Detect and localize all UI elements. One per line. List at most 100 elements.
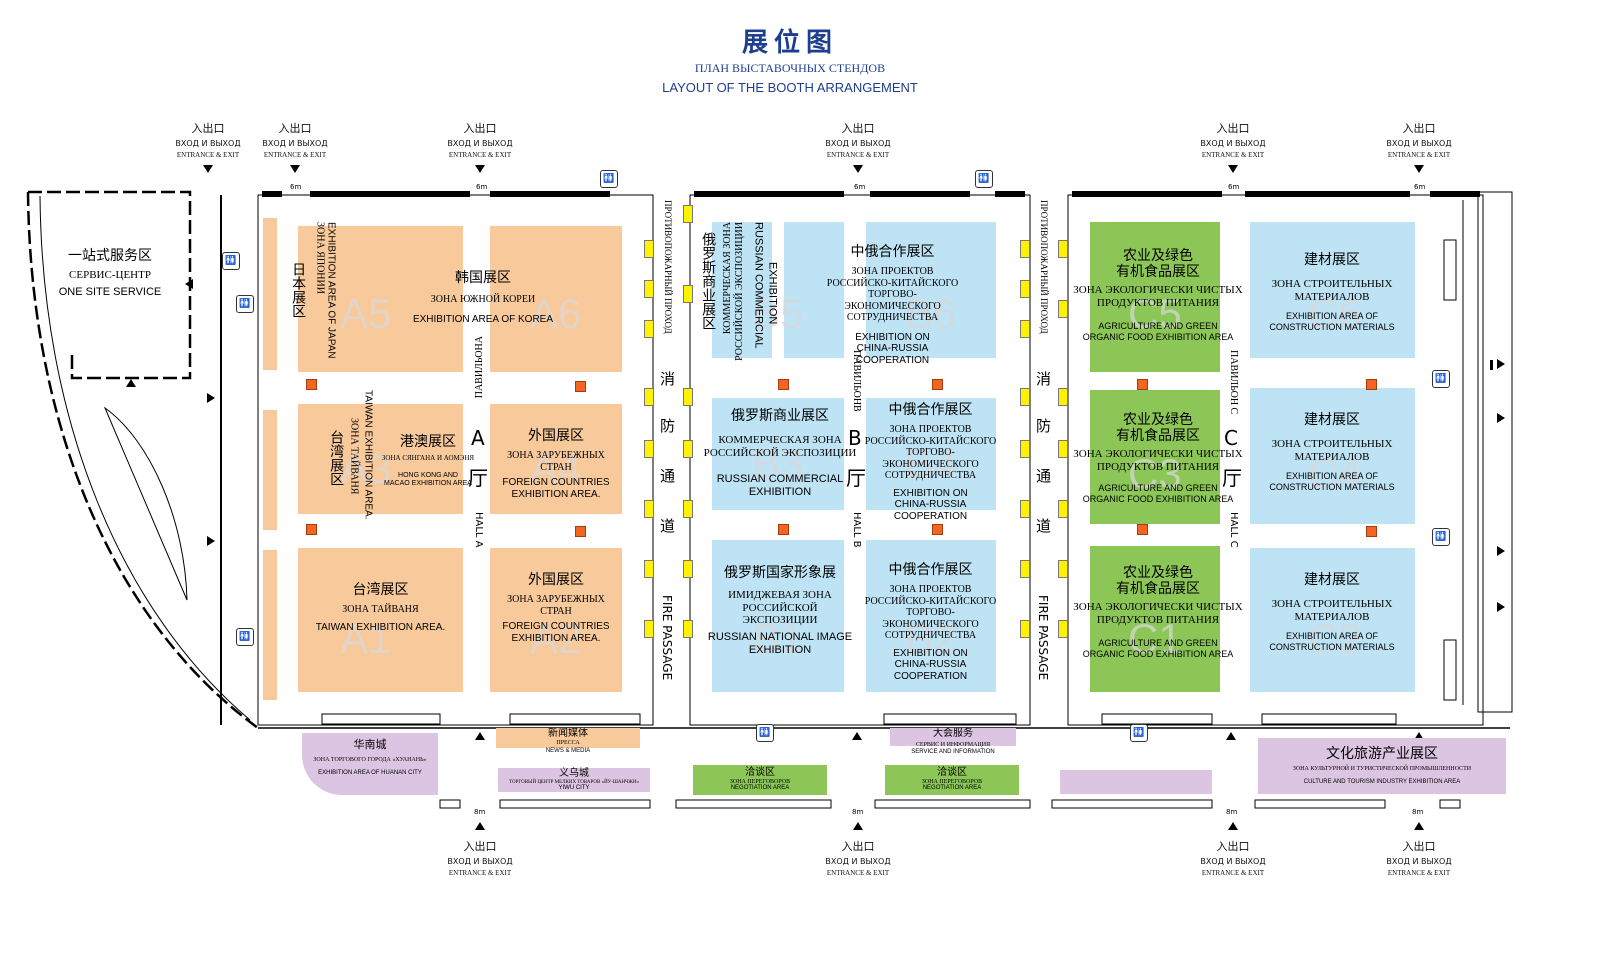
pillar [1137, 524, 1148, 535]
arrow-up-icon [853, 822, 863, 830]
arrow-up-icon [1414, 732, 1424, 740]
zone-b1[interactable] [712, 540, 844, 692]
zone-hk-macao[interactable]: 港澳展区 ЗОНА СЯНГАНА И АОМЭНЯ HONG KONG AND… [381, 434, 475, 488]
zone-b6[interactable] [866, 222, 996, 358]
arrow-up-icon [1414, 822, 1424, 830]
zone-c6[interactable] [1250, 222, 1415, 358]
hall-a-ru: ПАВИЛЬОНА [474, 336, 485, 399]
zone-a6[interactable] [490, 226, 622, 372]
zone-building-c4[interactable]: 建材展区 ЗОНА СТРОИТЕЛЬНЫХ МАТЕРИАЛОВ EXHIBI… [1269, 412, 1395, 492]
hall-b-zh: 厅 [846, 466, 866, 490]
hall-c-label: C [1224, 426, 1238, 450]
zone-a5-a6-top[interactable] [298, 226, 463, 372]
fire-passage-1-zh2: 防 [660, 417, 676, 435]
zone-b5-left[interactable] [712, 222, 772, 358]
zone-a2[interactable] [490, 548, 622, 692]
fire-passage-1-zh1: 消 [660, 370, 676, 388]
pillar [1366, 379, 1377, 390]
zone-news-media[interactable]: 新闻媒体 [496, 728, 640, 748]
zone-c4[interactable] [1250, 388, 1415, 524]
zone-b5-right[interactable] [784, 222, 844, 358]
hall-c-zh: 厅 [1222, 466, 1242, 490]
fire-passage-1-zh3: 通 [660, 467, 676, 485]
zone-b3[interactable] [712, 398, 844, 510]
zone-a4[interactable] [490, 404, 622, 514]
pillar [932, 524, 943, 535]
zone-yiwu-city[interactable]: 义乌城 ТОРГОВЫЙ ЦЕНТР МЕЛКИХ ТОВАРОВ «ЙУ-ША… [498, 768, 650, 792]
zone-agriculture-c5[interactable]: 农业及绿色 有机食品展区 ЗОНА ЭКОЛОГИЧЕСКИ ЧИСТЫХ ПР… [1073, 248, 1243, 342]
restroom-icon: 🚻 [975, 170, 993, 188]
zone-negotiation-1[interactable]: 洽谈区 ЗОНА ПЕРЕГОВОРОВ NEGOTIATION AREA [693, 765, 827, 795]
restroom-icon: 🚻 [600, 170, 618, 188]
zone-taiwan-a1[interactable]: 台湾展区 ЗОНА ТАЙВАНЯ TAIWAN EXHIBITION AREA… [315, 582, 446, 633]
booth-strip[interactable] [263, 218, 277, 370]
block-label: A6 [530, 290, 582, 337]
yellow-booth [683, 620, 693, 638]
yellow-booth [683, 388, 693, 406]
zone-a1[interactable] [298, 548, 463, 692]
zone-taiwan-vertical-en: TAIWAN EXHIBITION AREA. [362, 390, 374, 520]
zone-culture-tourism[interactable]: 文化旅游产业展区 ЗОНА КУЛЬТУРНОЙ И ТУРИСТИЧЕСКОЙ… [1258, 738, 1506, 794]
zone-agriculture-c3[interactable]: 农业及绿色 有机食品展区 ЗОНА ЭКОЛОГИЧЕСКИ ЧИСТЫХ ПР… [1073, 412, 1243, 504]
hall-b-en: HALL B [851, 512, 862, 548]
block-label: B4 [905, 440, 957, 487]
zone-rus-com-b3[interactable]: 俄罗斯商业展区 КОММЕРЧЕСКАЯ ЗОНА РОССИЙСКОЙ ЭКС… [703, 408, 857, 499]
zone-b4[interactable] [866, 398, 996, 510]
zone-conference-service[interactable]: 大会服务 [890, 728, 1016, 746]
arrow-right-icon [1497, 413, 1505, 423]
yellow-booth [644, 440, 654, 458]
booth-strip[interactable] [263, 550, 277, 700]
one-site-service-area[interactable]: 一站式服务区 СЕРВИС-ЦЕНТР ONE SITE SERVICE [58, 248, 162, 298]
yellow-booth [683, 560, 693, 578]
zone-c1[interactable] [1090, 546, 1220, 692]
zone-c5[interactable] [1090, 222, 1220, 372]
yellow-booth [1058, 500, 1068, 518]
zone-china-russia-b6[interactable]: 中俄合作展区 ЗОНА ПРОЕКТОВ РОССИЙСКО-КИТАЙСКОГ… [826, 244, 959, 366]
block-label: A1 [340, 615, 392, 662]
zone-c2[interactable] [1250, 548, 1415, 692]
zone-a3[interactable] [298, 404, 463, 514]
zone-china-russia-b2[interactable]: 中俄合作展区 ЗОНА ПРОЕКТОВ РОССИЙСКО-КИТАЙСКОГ… [864, 562, 997, 682]
arrow-down-icon [1228, 165, 1238, 173]
yellow-booth [683, 285, 693, 303]
arrow-right-icon [1497, 359, 1505, 369]
zone-c3[interactable] [1090, 390, 1220, 524]
pillar [575, 381, 586, 392]
arrow-down-icon [203, 165, 213, 173]
fire-passage-1-en: FIRE PASSAGE [660, 595, 674, 681]
yellow-booth [1058, 388, 1068, 406]
arrow-up-icon [1226, 732, 1236, 740]
yellow-booth [683, 440, 693, 458]
arrow-down-icon [853, 165, 863, 173]
zone-foreign-a2[interactable]: 外国展区 ЗОНА ЗАРУБЕЖНЫХ СТРАН FOREIGN COUNT… [502, 572, 610, 644]
zone-foreign-a4[interactable]: 外国展区 ЗОНА ЗАРУБЕЖНЫХ СТРАН FOREIGN COUNT… [502, 428, 610, 500]
zone-korea[interactable]: 韩国展区 ЗОНА ЮЖНОЙ КОРЕИ EXHIBITION AREA OF… [412, 270, 554, 325]
arrow-up-icon [1228, 822, 1238, 830]
zone-unlabeled-purple[interactable] [1060, 770, 1212, 794]
yellow-booth [1058, 240, 1068, 258]
hall-c-en: HALL C [1228, 512, 1239, 548]
zone-agriculture-c1[interactable]: 农业及绿色 有机食品展区 ЗОНА ЭКОЛОГИЧЕСКИ ЧИСТЫХ ПР… [1073, 565, 1243, 659]
zone-china-russia-b4[interactable]: 中俄合作展区 ЗОНА ПРОЕКТОВ РОССИЙСКО-КИТАЙСКОГ… [864, 402, 997, 522]
zone-huanan-city[interactable]: 华南城 ЗОНА ТОРГОВОГО ГОРОДА «ХУАНАНЬ» EXHI… [302, 733, 438, 795]
booth-strip[interactable] [263, 410, 277, 530]
yellow-booth [1058, 440, 1068, 458]
zone-b2[interactable] [866, 540, 996, 692]
yellow-booth [1020, 240, 1030, 258]
arrow-right-icon [1497, 546, 1505, 556]
zone-building-c2[interactable]: 建材展区 ЗОНА СТРОИТЕЛЬНЫХ МАТЕРИАЛОВ EXHIBI… [1269, 572, 1395, 652]
zone-negotiation-2[interactable]: 洽谈区 ЗОНА ПЕРЕГОВОРОВ NEGOTIATION AREA [885, 765, 1019, 795]
block-label: B5 [752, 290, 804, 337]
zone-building-c6[interactable]: 建材展区 ЗОНА СТРОИТЕЛЬНЫХ МАТЕРИАЛОВ EXHIBI… [1269, 252, 1395, 332]
zone-rus-national-b1[interactable]: 俄罗斯国家形象展 ИМИДЖЕВАЯ ЗОНА РОССИЙСКОЙ ЭКСПО… [707, 565, 853, 656]
